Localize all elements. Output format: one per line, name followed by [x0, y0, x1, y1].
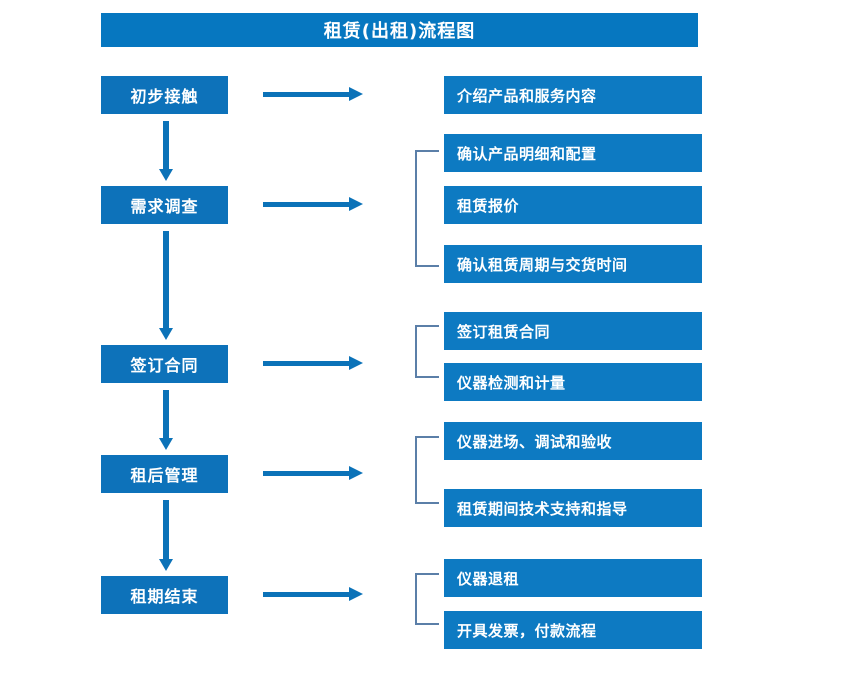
arrow-stage-3-to-4 [159, 390, 173, 450]
detail-box-confirm-product-details[interactable]: 确认产品明细和配置 [444, 134, 702, 172]
arrow-shaft [263, 471, 349, 476]
arrow-stage-3-to-details [263, 355, 363, 371]
arrow-stage-1-to-details [263, 86, 363, 102]
arrow-shaft [163, 121, 169, 169]
detail-box-invoice-payment[interactable]: 开具发票，付款流程 [444, 611, 702, 649]
arrow-shaft [263, 92, 349, 97]
stage-box-initial-contact[interactable]: 初步接触 [101, 76, 228, 114]
stage-box-rental-end[interactable]: 租期结束 [101, 576, 228, 614]
arrow-shaft [263, 592, 349, 597]
stage-box-post-rental-management[interactable]: 租后管理 [101, 455, 228, 493]
arrow-stage-2-to-3 [159, 231, 173, 340]
arrow-stage-5-to-details [263, 586, 363, 602]
detail-box-instrument-inspection[interactable]: 仪器检测和计量 [444, 363, 702, 401]
arrow-shaft [163, 500, 169, 559]
arrow-shaft [263, 361, 349, 366]
arrow-stage-1-to-2 [159, 121, 173, 181]
stage-box-sign-contract[interactable]: 签订合同 [101, 345, 228, 383]
arrow-stage-4-to-5 [159, 500, 173, 571]
page-title: 租赁(出租)流程图 [101, 13, 698, 47]
arrow-stage-2-to-details [263, 196, 363, 212]
arrow-head-down-icon [159, 559, 173, 571]
detail-box-confirm-period-delivery[interactable]: 确认租赁周期与交货时间 [444, 245, 702, 283]
stage-box-requirement-survey[interactable]: 需求调查 [101, 186, 228, 224]
detail-box-introduce-products[interactable]: 介绍产品和服务内容 [444, 76, 702, 114]
bracket-group-contract [415, 325, 439, 378]
bracket-group-closing [415, 573, 439, 625]
arrow-stage-4-to-details [263, 465, 363, 481]
detail-box-instrument-entry-commissioning[interactable]: 仪器进场、调试和验收 [444, 422, 702, 460]
detail-box-rental-quotation[interactable]: 租赁报价 [444, 186, 702, 224]
arrow-shaft [163, 390, 169, 438]
arrow-head-down-icon [159, 328, 173, 340]
arrow-head-right-icon [349, 356, 363, 370]
bracket-group-aftercare [415, 436, 439, 504]
arrow-head-right-icon [349, 587, 363, 601]
arrow-head-down-icon [159, 169, 173, 181]
arrow-head-right-icon [349, 87, 363, 101]
detail-box-sign-rental-contract[interactable]: 签订租赁合同 [444, 312, 702, 350]
arrow-head-down-icon [159, 438, 173, 450]
detail-box-instrument-return[interactable]: 仪器退租 [444, 559, 702, 597]
arrow-shaft [163, 231, 169, 328]
arrow-head-right-icon [349, 197, 363, 211]
arrow-shaft [263, 202, 349, 207]
arrow-head-right-icon [349, 466, 363, 480]
detail-box-technical-support[interactable]: 租赁期间技术支持和指导 [444, 489, 702, 527]
bracket-group-requirements [415, 150, 439, 267]
